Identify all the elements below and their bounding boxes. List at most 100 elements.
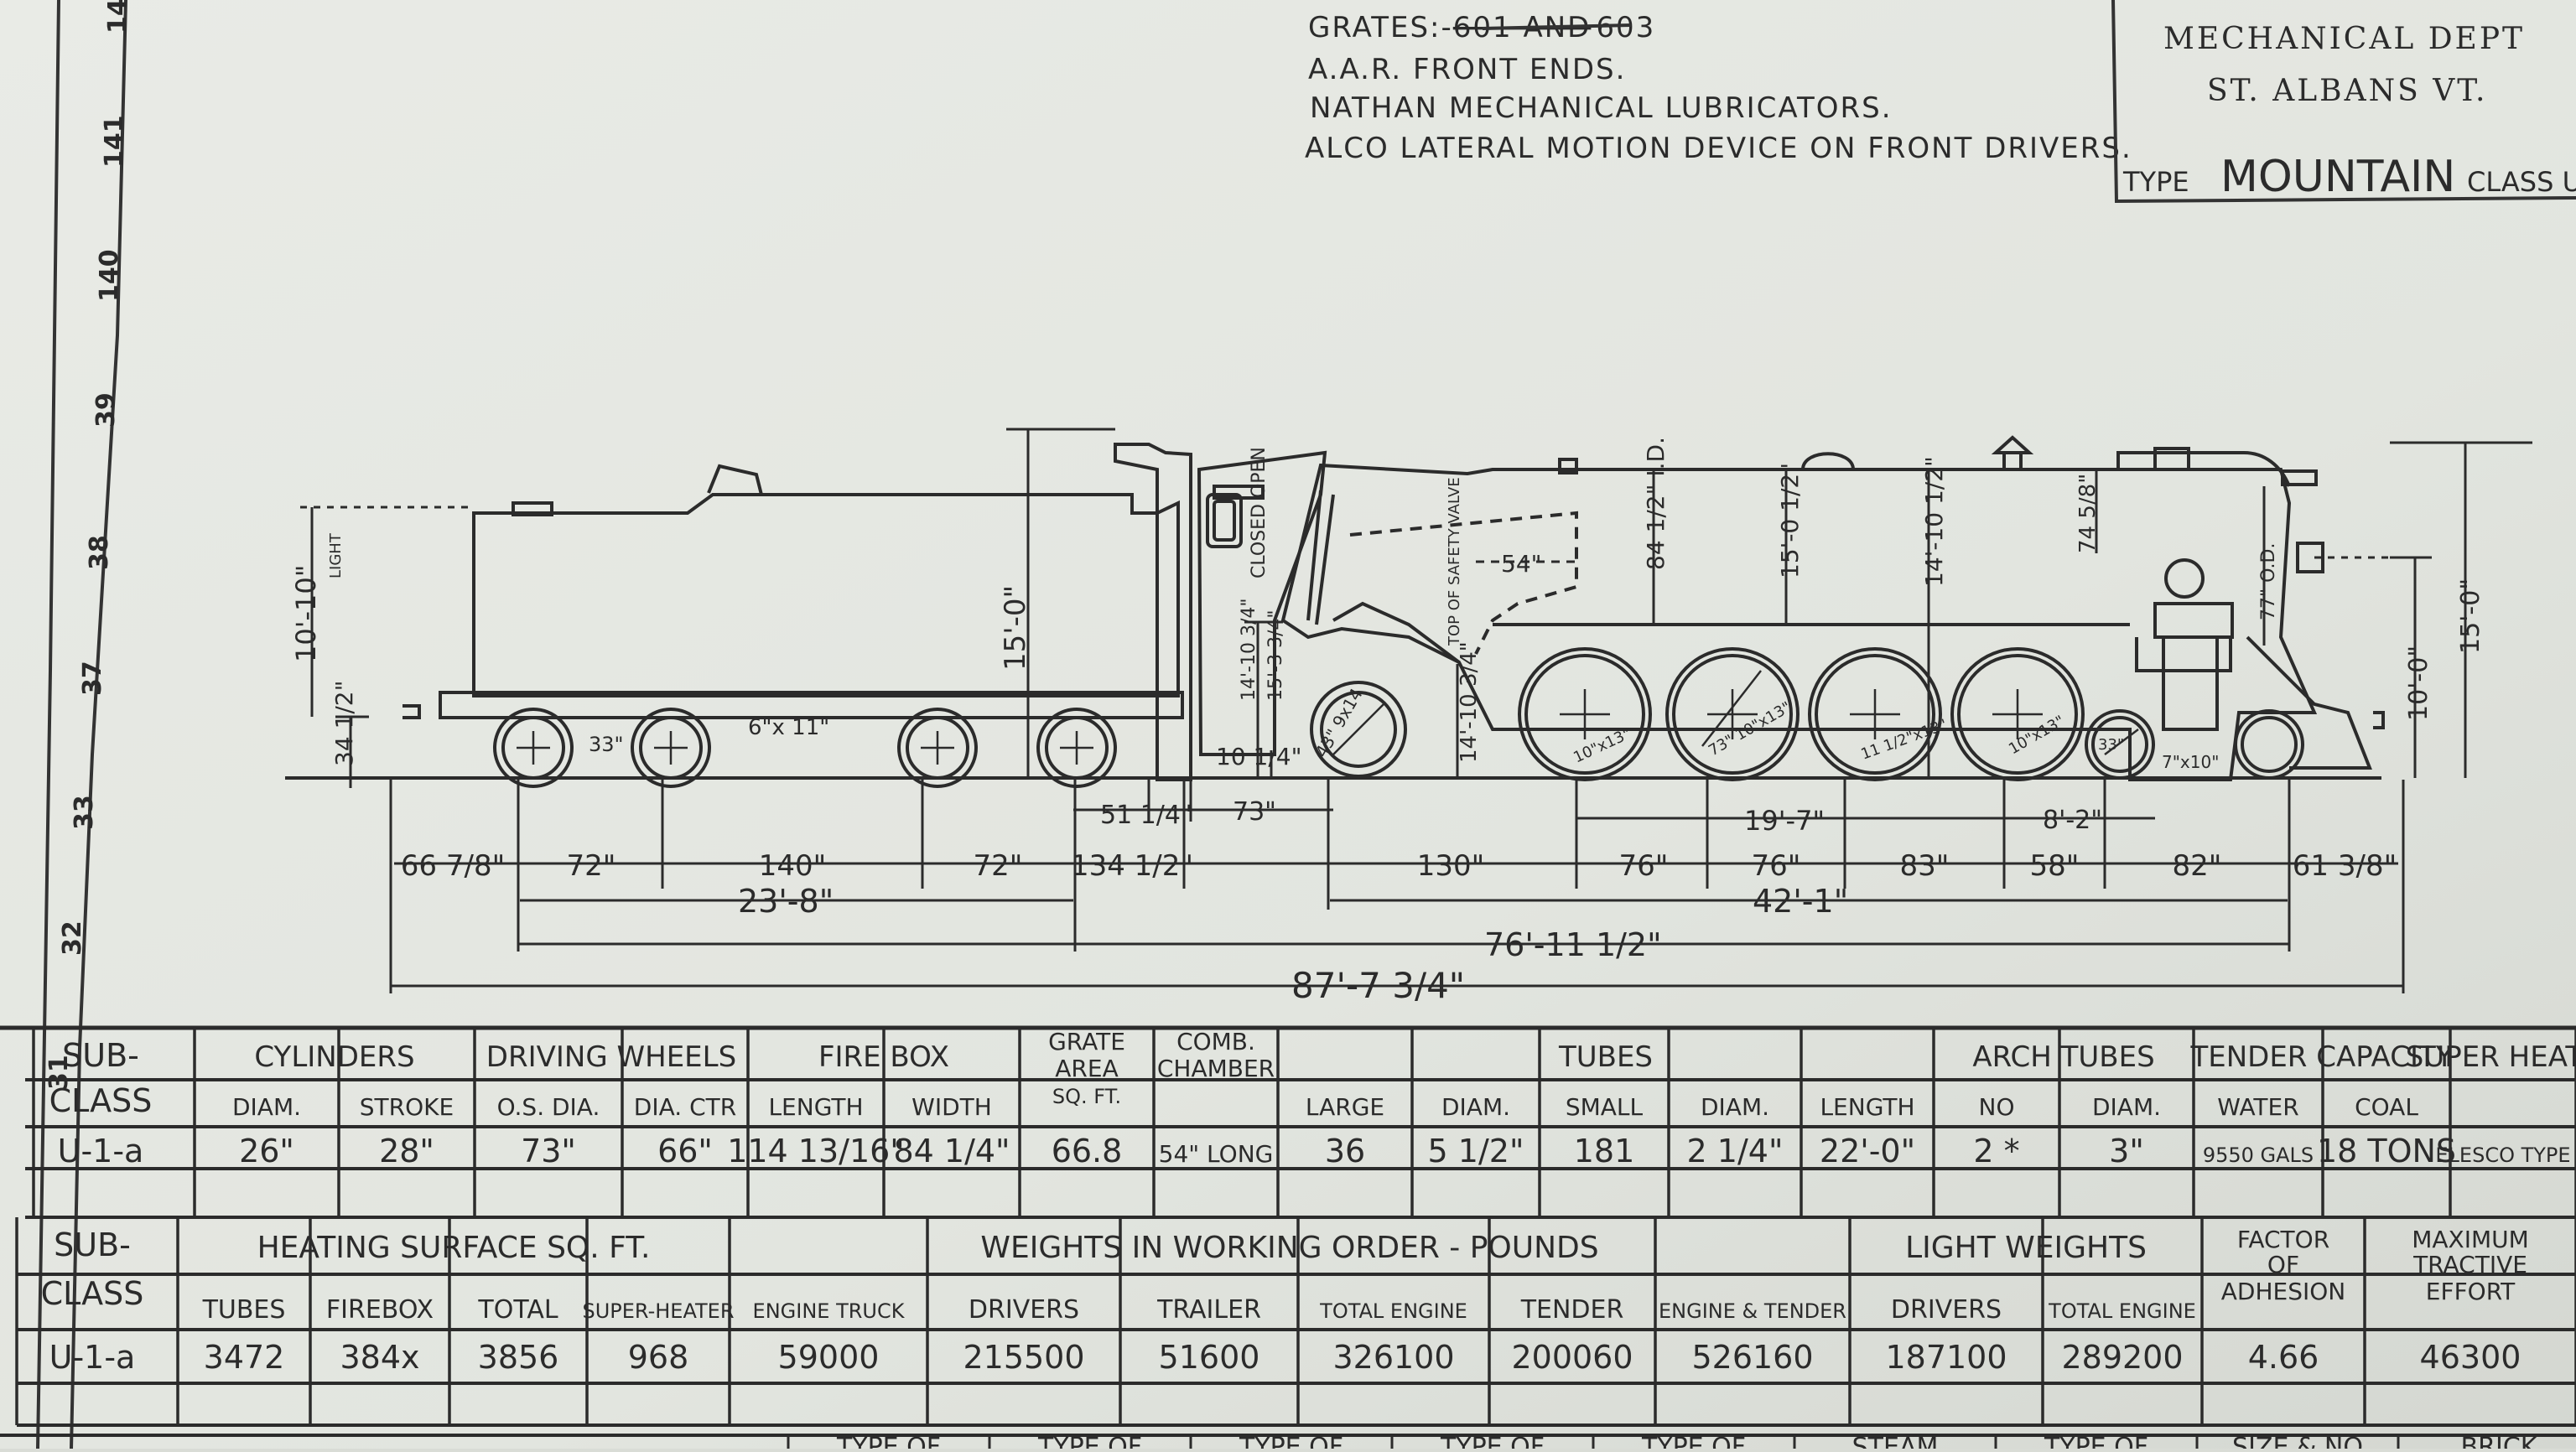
overall-dimension-labels: 23'-8" 42'-1" 76'-11 1/2" 87'-7 3/4" [738, 883, 1848, 1006]
table2-value: 326100 [1332, 1339, 1454, 1376]
pilot [2246, 635, 2372, 770]
table1-subclass-label: CLASS [49, 1082, 153, 1119]
cab-window [1206, 493, 1243, 548]
dim-19-7: 19'-7" [1744, 805, 1825, 837]
table1-subheader: DIAM. [2092, 1093, 2161, 1121]
table1-group-header: CHAMBER [1157, 1055, 1275, 1082]
dim-row-label: 140" [759, 849, 827, 883]
table1-value: 3" [2109, 1133, 2144, 1169]
table2-group-header: ADHESION [2221, 1278, 2345, 1305]
cab-roof-vent [1213, 485, 1265, 500]
margin-number: 31 [44, 1055, 74, 1090]
table1-subheader: DIA. CTR [634, 1093, 736, 1121]
table1-value: 2 1/4" [1687, 1133, 1784, 1169]
table2-value: 968 [628, 1339, 689, 1376]
table2-subheader: TOTAL ENGINE [2048, 1299, 2196, 1323]
dim-row-label: 83" [1900, 849, 1950, 883]
margin-number: 39 [91, 392, 121, 428]
table2-value: 289200 [2061, 1339, 2183, 1376]
dim-row-label: 66 7/8" [401, 849, 505, 883]
dim-cab-h2: 15'-3 3/4" [1265, 610, 1286, 702]
margin-numbers: 142 141 140 39 38 37 33 32 31 [44, 0, 132, 1090]
sand-dome [1801, 452, 1855, 470]
lateral-device-note: ALCO LATERAL MOTION DEVICE ON FRONT DRIV… [1305, 132, 2132, 165]
stack [2153, 447, 2190, 469]
tender-wheels [493, 708, 1117, 788]
table1-value: 26" [239, 1133, 294, 1169]
margin-number: 37 [78, 661, 107, 696]
table1-subheader: SMALL [1566, 1093, 1644, 1121]
table3-header: TYPE OF [2044, 1433, 2148, 1449]
dimension-row-labels: 66 7/8"72"140"72"134 1/2"130"76"76"83"58… [401, 849, 2397, 883]
table2-subheader: DRIVERS [969, 1295, 1079, 1325]
cab-body [1197, 450, 1327, 756]
table1-group-header: DRIVING WHEELS [486, 1040, 736, 1074]
table1-subheader: LENGTH [768, 1093, 863, 1121]
dim-dome-h: 84 1/2" I.D. [1642, 437, 1670, 570]
table1-value: 66.8 [1052, 1133, 1123, 1169]
table1-group-header: SQ. FT. [1052, 1085, 1121, 1108]
table1-group-header: TENDER CAPACITY [2189, 1040, 2453, 1074]
margin-number: 32 [58, 920, 87, 956]
class-label: CLASS U [2467, 166, 2576, 198]
dim-boiler-od: 77" O.D. [2258, 543, 2279, 620]
table1-value: 18 TONS [2317, 1133, 2456, 1169]
cylinder-block [2162, 635, 2219, 731]
locomotive-drawing [285, 435, 2385, 788]
left-margin [36, 0, 127, 1449]
table2-subheader: TOTAL [477, 1295, 558, 1325]
dim-row-label: 82" [2173, 849, 2222, 883]
table2-subheader: ENGINE & TENDER [1659, 1299, 1846, 1323]
dim-row-label: 72" [567, 849, 616, 883]
dim-row-label: 130" [1417, 849, 1485, 883]
dim-76-11: 76'-11 1/2" [1484, 926, 1662, 963]
table1-value: 22'-0" [1820, 1133, 1915, 1169]
table3-header: TYPE OF [1239, 1433, 1343, 1449]
table2-value: 526160 [1691, 1339, 1813, 1376]
tender-body [472, 493, 1180, 697]
table1-value: U-1-a [58, 1133, 144, 1169]
dim-stack-h: 74 5/8" [2075, 474, 2101, 553]
table1-subheader: STROKE [360, 1093, 454, 1121]
type-value: MOUNTAIN [2220, 152, 2455, 202]
table1-subheader: O.S. DIA. [497, 1093, 600, 1121]
table1-group-header: TUBES [1558, 1040, 1653, 1074]
table3-header: BRICK [2461, 1433, 2538, 1449]
cab-grab [1306, 490, 1335, 625]
table1-value: 114 13/16" [727, 1133, 905, 1169]
dim-row-label: 134 1/2" [1071, 849, 1193, 883]
pony-wheel-1 [2085, 709, 2155, 780]
dim-trailer-h: 10 1/4" [1216, 743, 1301, 770]
dim-closed-open: CLOSED OPEN [1249, 447, 1270, 578]
dim-boiler-h2: 14'-10 1/2" [1920, 456, 1948, 587]
table2-value: 215500 [963, 1339, 1084, 1376]
table2-value: 46300 [2420, 1339, 2521, 1376]
dim-87-7: 87'-7 3/4" [1291, 965, 1465, 1006]
table1-subheader: LENGTH [1820, 1093, 1914, 1121]
dim-23-8: 23'-8" [738, 883, 834, 920]
table2-group-header: OF [2267, 1251, 2299, 1278]
table1-value: 66" [657, 1133, 713, 1169]
table2-value: U-1-a [49, 1339, 136, 1376]
table1-group-header: COMB. [1176, 1028, 1255, 1055]
whistle [1558, 458, 1578, 474]
dim-51: 51 1/4" [1100, 801, 1192, 830]
strike-line [1482, 23, 1632, 30]
table1-group-header: CYLINDERS [254, 1040, 414, 1074]
table1-value: 28" [379, 1133, 434, 1169]
table2-value: 384x [340, 1339, 419, 1376]
dim-cab-h1: 14'-10 3/4" [1239, 599, 1259, 702]
table1-group-header: GRATE [1048, 1028, 1125, 1055]
tender-hatch [512, 501, 553, 516]
table2-subheader: ENGINE TRUCK [753, 1299, 906, 1323]
dim-row-label: 58" [2030, 849, 2080, 883]
dim-firebox-len: 54" [1501, 550, 1542, 578]
dim-tender-note: LIGHT [327, 532, 345, 578]
table2-group-header: FACTOR [2237, 1226, 2329, 1253]
dimension-lines [300, 428, 2532, 993]
tender-scoop [707, 464, 763, 495]
table1-value: 36 [1325, 1133, 1365, 1169]
